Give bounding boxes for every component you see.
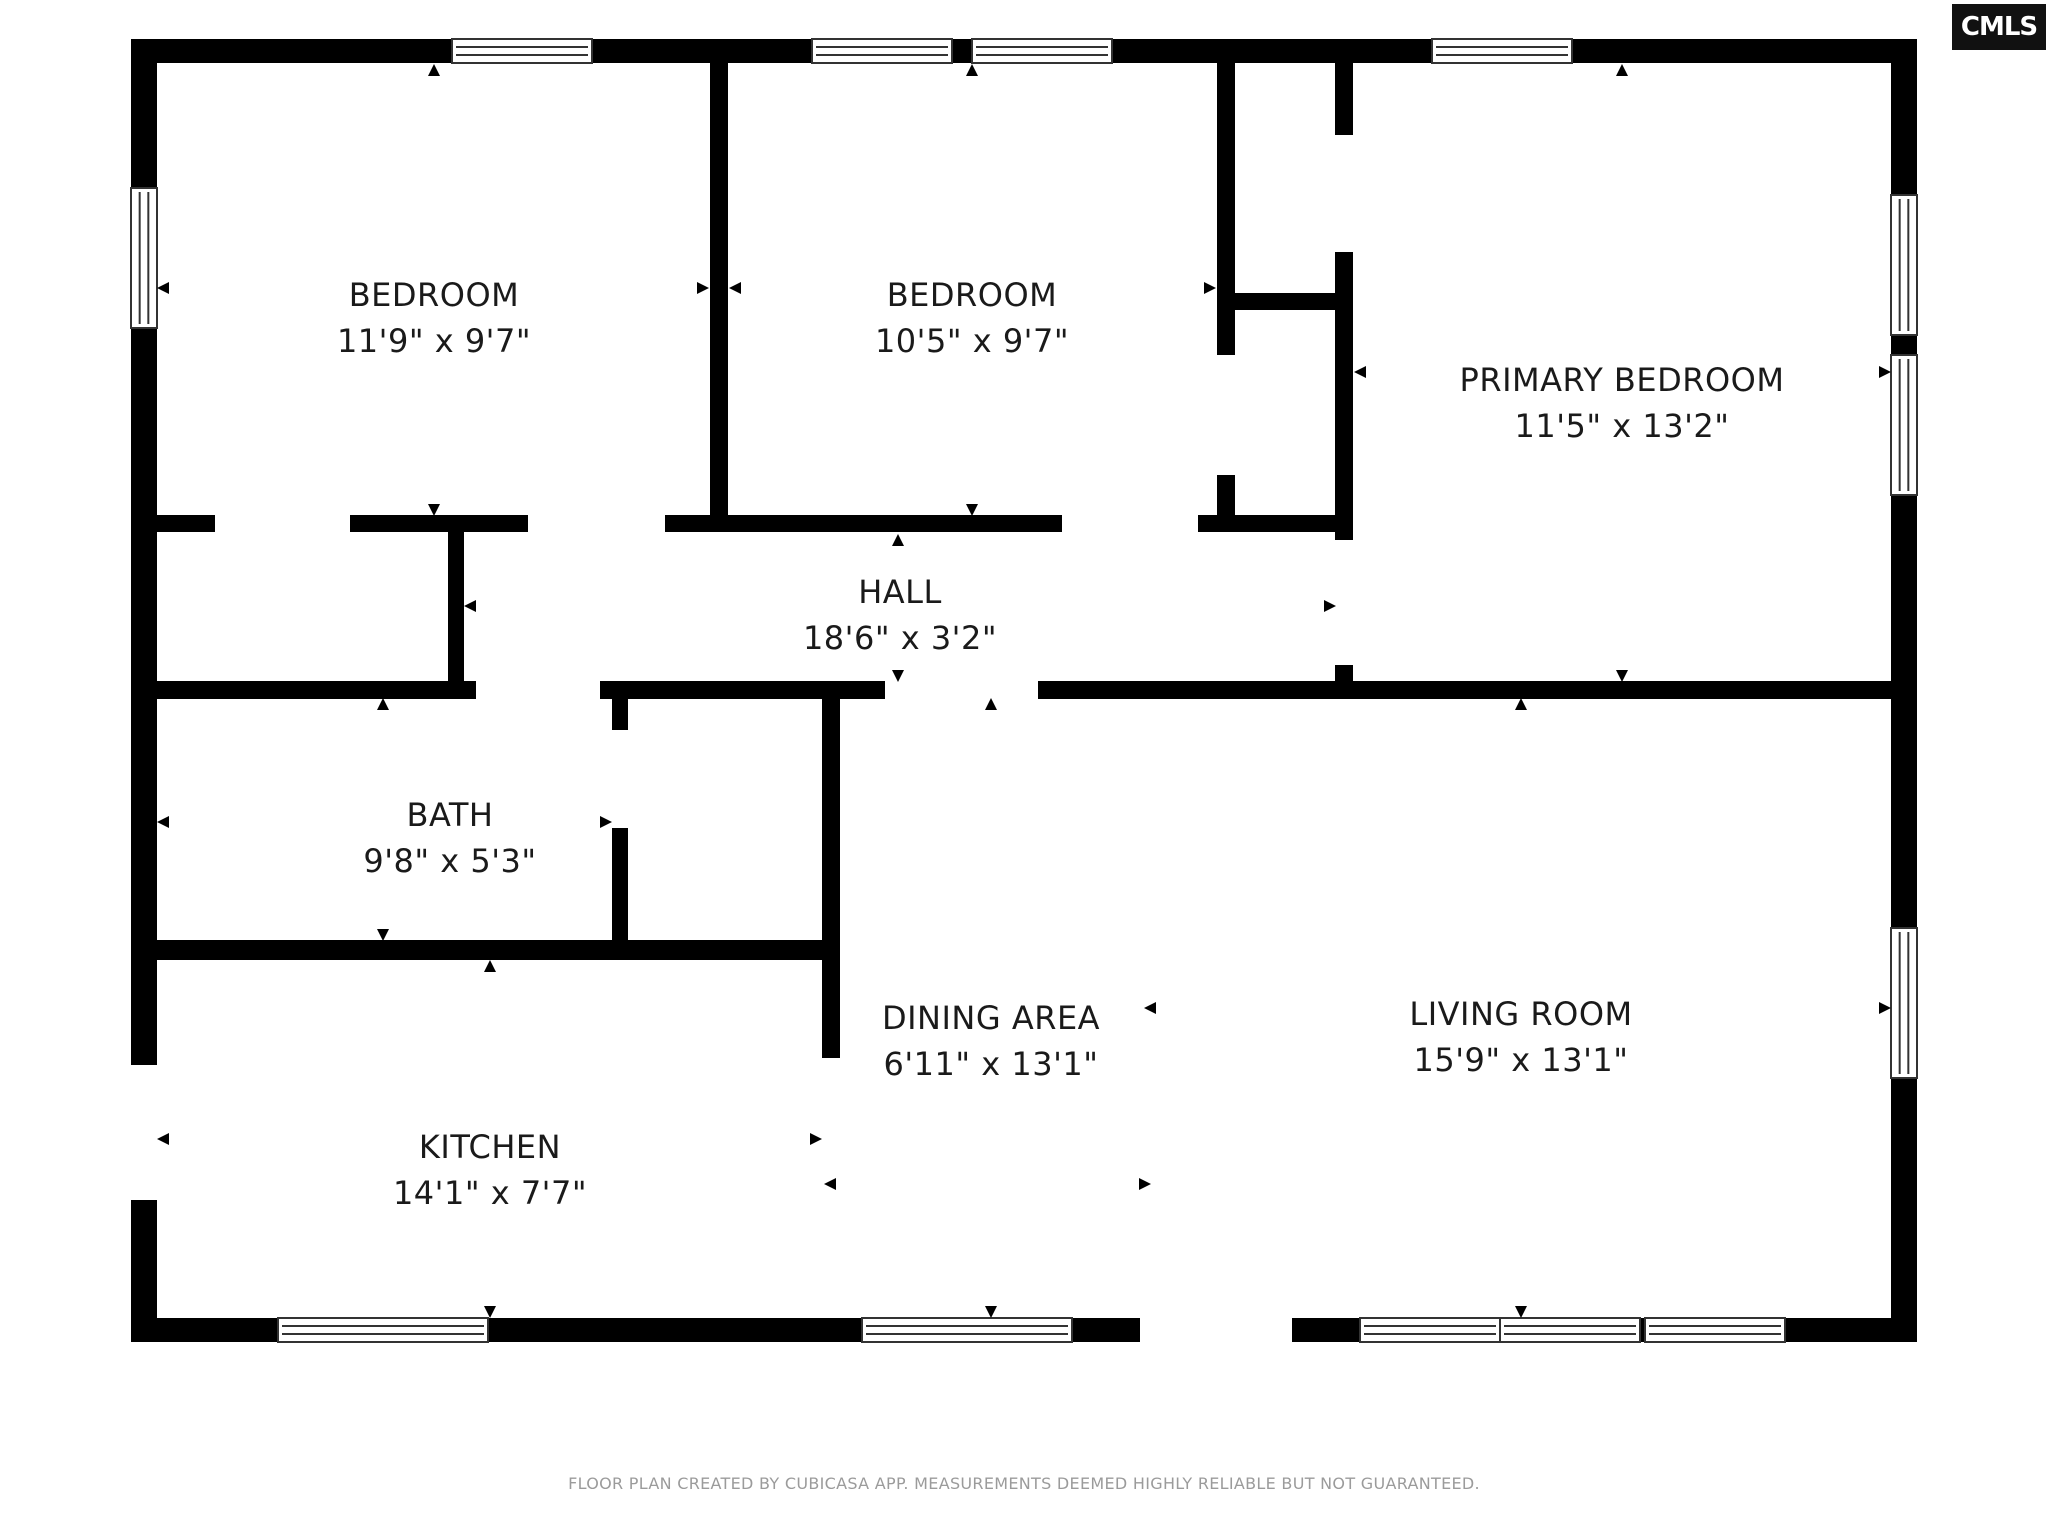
- room-label-bedroom-1: BEDROOM 11'9" x 9'7": [337, 272, 531, 364]
- wall-segment: [710, 63, 728, 520]
- room-size: 14'1" x 7'7": [392, 1174, 588, 1212]
- dimension-marker: [985, 698, 997, 710]
- room-label-hall: HALL 18'6" x 3'2": [803, 569, 997, 661]
- dimension-marker: [464, 600, 476, 612]
- wall-segment: [350, 515, 528, 532]
- window: [811, 38, 953, 64]
- dimension-markers: [157, 64, 1891, 1318]
- wall-segment: [665, 515, 1062, 532]
- room-name: HALL: [858, 573, 942, 611]
- dimension-marker: [966, 64, 978, 76]
- dimension-marker: [1139, 1178, 1151, 1190]
- window: [971, 38, 1113, 64]
- dimension-marker: [600, 816, 612, 828]
- room-name: LIVING ROOM: [1409, 995, 1633, 1033]
- dimension-marker: [428, 504, 440, 516]
- wall-segment: [612, 695, 628, 730]
- room-size: 15'9" x 13'1": [1413, 1041, 1629, 1079]
- room-label-dining-area: DINING AREA 6'11" x 13'1": [882, 995, 1100, 1087]
- room-label-bedroom-2: BEDROOM 10'5" x 9'7": [875, 272, 1069, 364]
- window: [277, 1317, 489, 1343]
- room-name: KITCHEN: [418, 1128, 562, 1166]
- dimension-marker: [377, 698, 389, 710]
- dimension-marker: [428, 64, 440, 76]
- dimension-marker: [1879, 1002, 1891, 1014]
- wall-segment: [157, 515, 215, 532]
- cmls-logo: CMLS: [1952, 4, 2046, 50]
- wall-segment: [1335, 63, 1353, 135]
- window: [1359, 1317, 1501, 1343]
- dimension-marker: [1354, 366, 1366, 378]
- window: [861, 1317, 1073, 1343]
- room-size: 11'5" x 13'2": [1514, 407, 1730, 445]
- dimension-marker: [157, 1133, 169, 1145]
- wall-segment: [612, 828, 628, 950]
- window: [1644, 1317, 1786, 1343]
- dimension-marker: [966, 504, 978, 516]
- wall-segment: [1335, 252, 1353, 540]
- window: [1431, 38, 1573, 64]
- wall-segment: [1217, 475, 1235, 520]
- dimension-marker: [484, 960, 496, 972]
- dimension-marker: [824, 1178, 836, 1190]
- wall-segment: [1235, 293, 1345, 310]
- room-size: 6'11" x 13'1": [883, 1045, 1099, 1083]
- room-size: 18'6" x 3'2": [802, 619, 998, 657]
- dimension-marker: [1204, 282, 1216, 294]
- dimension-marker: [729, 282, 741, 294]
- room-name: BEDROOM: [348, 276, 520, 314]
- dimension-marker: [810, 1133, 822, 1145]
- disclaimer-text: FLOOR PLAN CREATED BY CUBICASA APP. MEAS…: [568, 1474, 1480, 1493]
- dimension-marker: [1616, 64, 1628, 76]
- room-size: 11'9" x 9'7": [336, 322, 532, 360]
- room-label-living-room: LIVING ROOM 15'9" x 13'1": [1409, 991, 1632, 1083]
- wall-segment: [157, 681, 476, 699]
- dimension-marker: [157, 282, 169, 294]
- dimension-marker: [985, 1306, 997, 1318]
- wall-segment: [1217, 63, 1235, 355]
- dimension-marker: [892, 670, 904, 682]
- room-label-bath: BATH 9'8" x 5'3": [363, 792, 536, 884]
- dimension-marker: [1144, 1002, 1156, 1014]
- dimension-marker: [1879, 366, 1891, 378]
- window: [1890, 194, 1918, 336]
- dimension-marker: [377, 929, 389, 941]
- windows: [130, 38, 1918, 1343]
- dimension-marker: [1324, 600, 1336, 612]
- dimension-marker: [1515, 1306, 1527, 1318]
- wall-segment: [1038, 681, 1891, 699]
- room-name: BEDROOM: [886, 276, 1058, 314]
- dimension-marker: [892, 534, 904, 546]
- window: [130, 187, 158, 329]
- wall-segment: [822, 695, 840, 1058]
- room-name: PRIMARY BEDROOM: [1459, 361, 1785, 399]
- window: [1890, 354, 1918, 496]
- wall-segment: [600, 681, 885, 699]
- wall-segment: [157, 940, 830, 960]
- dimension-marker: [1616, 670, 1628, 682]
- room-size: 9'8" x 5'3": [363, 842, 537, 880]
- dimension-marker: [697, 282, 709, 294]
- room-name: DINING AREA: [881, 999, 1101, 1037]
- dimension-marker: [484, 1306, 496, 1318]
- dimension-marker: [157, 816, 169, 828]
- dimension-marker: [1515, 698, 1527, 710]
- window: [1890, 927, 1918, 1079]
- room-label-primary-bedroom: PRIMARY BEDROOM 11'5" x 13'2": [1460, 357, 1785, 449]
- room-label-kitchen: KITCHEN 14'1" x 7'7": [393, 1124, 587, 1216]
- window: [1499, 1317, 1641, 1343]
- room-size: 10'5" x 9'7": [874, 322, 1070, 360]
- window: [451, 38, 593, 64]
- room-name: BATH: [406, 796, 494, 834]
- wall-segment: [448, 520, 464, 690]
- wall-segment: [1198, 515, 1345, 532]
